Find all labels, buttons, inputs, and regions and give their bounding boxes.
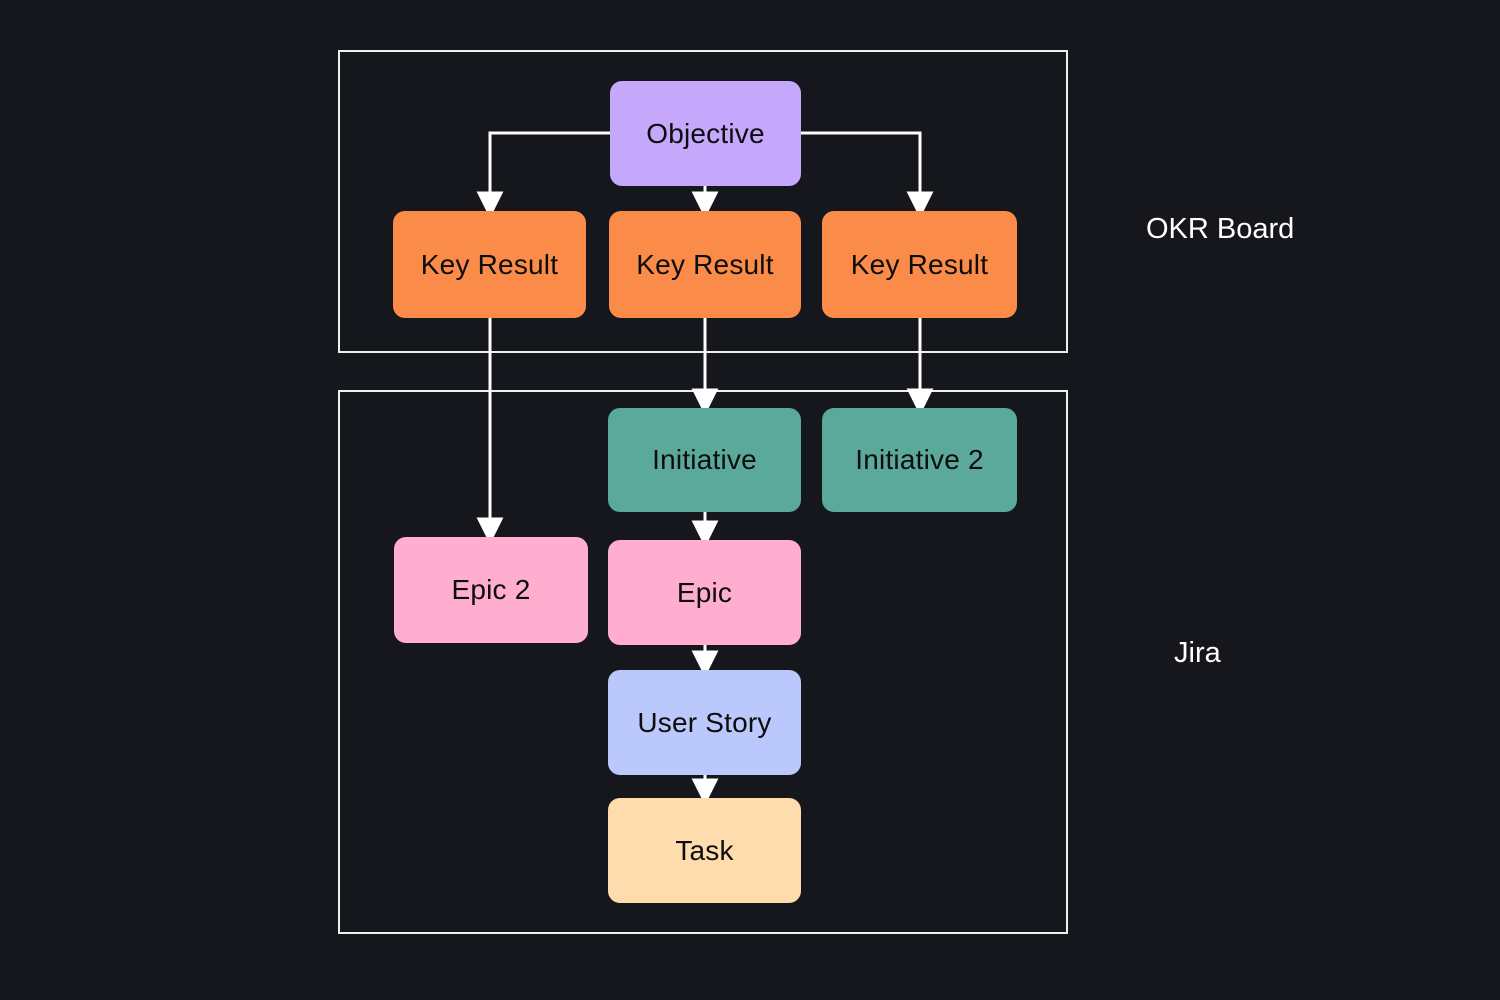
- node-key-result-1[interactable]: Key Result: [393, 211, 586, 318]
- node-user-story[interactable]: User Story: [608, 670, 801, 775]
- node-initiative[interactable]: Initiative: [608, 408, 801, 512]
- group-label-jira: Jira: [1174, 637, 1221, 669]
- node-epic-2[interactable]: Epic 2: [394, 537, 588, 643]
- node-initiative-2[interactable]: Initiative 2: [822, 408, 1017, 512]
- group-label-okr-board: OKR Board: [1146, 213, 1295, 245]
- node-key-result-3[interactable]: Key Result: [822, 211, 1017, 318]
- node-key-result-2[interactable]: Key Result: [609, 211, 801, 318]
- node-epic[interactable]: Epic: [608, 540, 801, 645]
- node-task[interactable]: Task: [608, 798, 801, 903]
- node-objective[interactable]: Objective: [610, 81, 801, 186]
- group-box-okr-board: [338, 50, 1068, 353]
